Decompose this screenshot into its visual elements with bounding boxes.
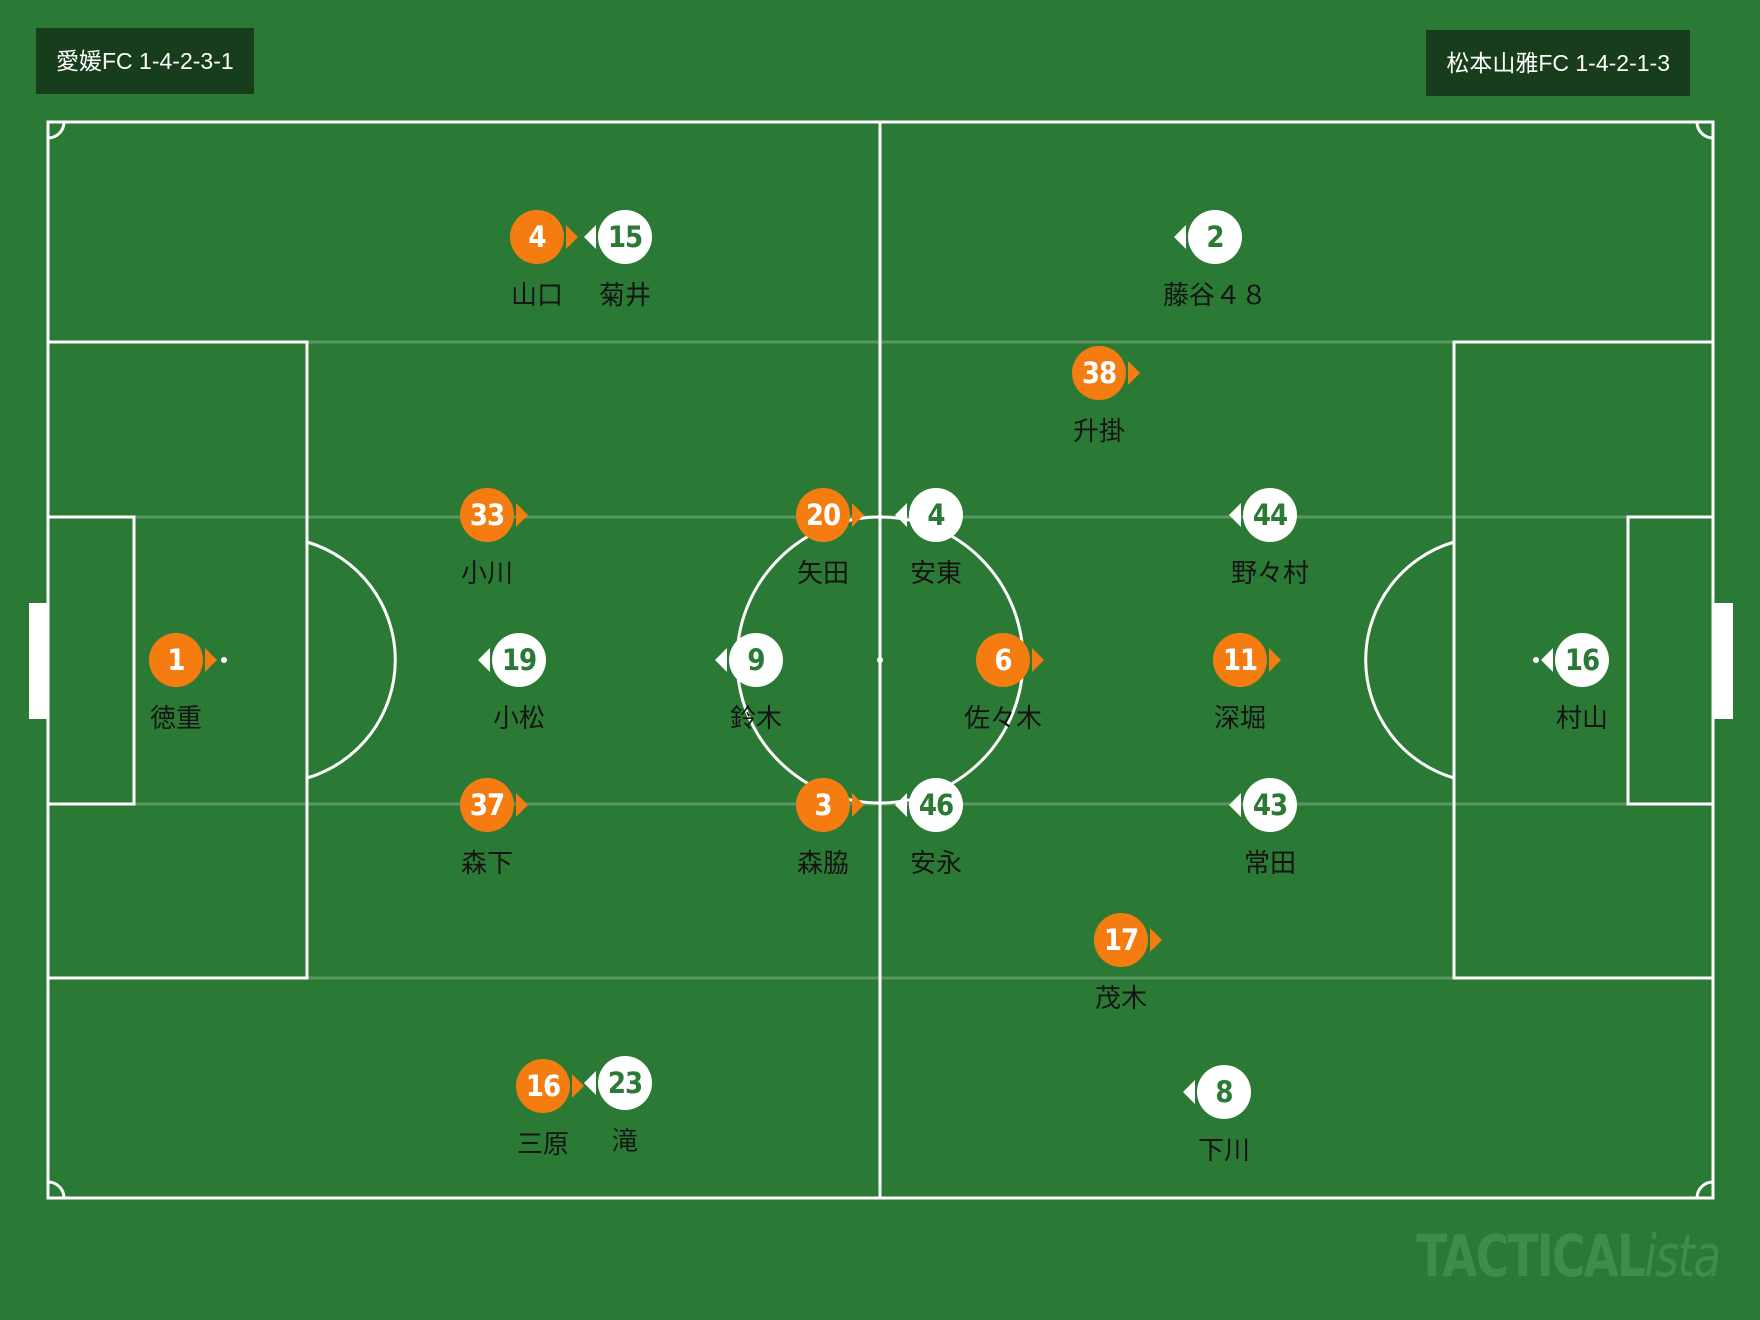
player-number: 1: [149, 633, 203, 687]
left-arrow-icon: [478, 648, 490, 672]
zone-lines: [48, 340, 1713, 980]
right-arrow-icon: [205, 648, 217, 672]
player-number: 15: [598, 210, 652, 264]
left-arrow-icon: [895, 793, 907, 817]
right-arrow-icon: [1032, 648, 1044, 672]
player-name: 安永: [909, 849, 962, 879]
corner-arc-top-right: [1695, 121, 1714, 140]
player-number: 4: [909, 488, 963, 542]
player-name: 小川: [460, 559, 513, 589]
player-number: 8: [1197, 1065, 1251, 1119]
player-name: 鈴木: [729, 704, 782, 734]
left-arrow-icon: [584, 1071, 596, 1095]
right-arrow-icon: [1150, 928, 1162, 952]
player-name: 小松: [492, 704, 545, 734]
away-team-formation-label: 松本山雅FC 1-4-2-1-3: [1426, 30, 1690, 96]
left-arrow-icon: [1174, 225, 1186, 249]
watermark-italic: ista: [1644, 1222, 1722, 1290]
player-number: 17: [1094, 913, 1148, 967]
player-number: 44: [1243, 488, 1297, 542]
player-name: 野々村: [1230, 559, 1309, 589]
right-arrow-icon: [1128, 361, 1140, 385]
right-arrow-icon: [852, 793, 864, 817]
player-name: 藤谷４８: [1162, 281, 1267, 311]
player-name: 下川: [1197, 1136, 1250, 1166]
left-arrow-icon: [895, 503, 907, 527]
player-name: 三原: [516, 1130, 569, 1160]
player-number: 2: [1188, 210, 1242, 264]
away-keeper-ball-dot: [1533, 657, 1539, 663]
tacticalista-watermark-logo: TACTICALista: [1416, 1222, 1722, 1290]
centre-spot: [877, 657, 883, 663]
player-number: 38: [1072, 346, 1126, 400]
player-number: 16: [1555, 633, 1609, 687]
player-number: 16: [516, 1059, 570, 1113]
right-arrow-icon: [566, 225, 578, 249]
left-arrow-icon: [584, 225, 596, 249]
player-name: 菊井: [598, 281, 651, 311]
corner-arc-bottom-right: [1695, 1180, 1714, 1199]
player-name: 山口: [510, 281, 563, 311]
right-goal: [1713, 603, 1733, 719]
player-number: 20: [796, 488, 850, 542]
player-number: 23: [598, 1056, 652, 1110]
player-number: 19: [492, 633, 546, 687]
player-name: 安東: [909, 559, 962, 589]
player-number: 11: [1213, 633, 1267, 687]
right-penalty-arc: [1364, 540, 1455, 780]
player-name: 佐々木: [963, 704, 1042, 734]
home-keeper-ball-dot: [221, 657, 227, 663]
left-goal: [29, 603, 48, 719]
player-number: 9: [729, 633, 783, 687]
player-number: 46: [909, 778, 963, 832]
right-arrow-icon: [1269, 648, 1281, 672]
player-number: 3: [796, 778, 850, 832]
home-team-formation-label: 愛媛FC 1-4-2-3-1: [36, 28, 254, 94]
right-arrow-icon: [572, 1074, 584, 1098]
left-arrow-icon: [1229, 503, 1241, 527]
player-name: 矢田: [796, 559, 849, 589]
corner-arc-top-left: [47, 121, 66, 140]
left-arrow-icon: [1541, 648, 1553, 672]
player-number: 6: [976, 633, 1030, 687]
right-goal-area: [1626, 515, 1715, 806]
left-arrow-icon: [1229, 793, 1241, 817]
player-name: 滝: [611, 1127, 638, 1157]
left-penalty-arc: [306, 540, 397, 780]
left-arrow-icon: [1183, 1080, 1195, 1104]
player-name: 深堀: [1213, 704, 1266, 734]
player-number: 33: [460, 488, 514, 542]
player-name: 升掛: [1072, 417, 1125, 447]
player-name: 村山: [1555, 704, 1608, 734]
player-number: 43: [1243, 778, 1297, 832]
player-name: 茂木: [1094, 984, 1147, 1014]
player-name: 森下: [460, 849, 513, 879]
player-name: 森脇: [796, 849, 849, 879]
right-arrow-icon: [852, 503, 864, 527]
watermark-main: TACTICAL: [1416, 1222, 1646, 1290]
player-name: 常田: [1243, 849, 1296, 879]
left-arrow-icon: [715, 648, 727, 672]
corner-arc-bottom-left: [47, 1180, 66, 1199]
player-name: 徳重: [149, 704, 202, 734]
left-goal-area: [46, 515, 136, 806]
right-arrow-icon: [516, 503, 528, 527]
right-arrow-icon: [516, 793, 528, 817]
player-number: 37: [460, 778, 514, 832]
player-number: 4: [510, 210, 564, 264]
